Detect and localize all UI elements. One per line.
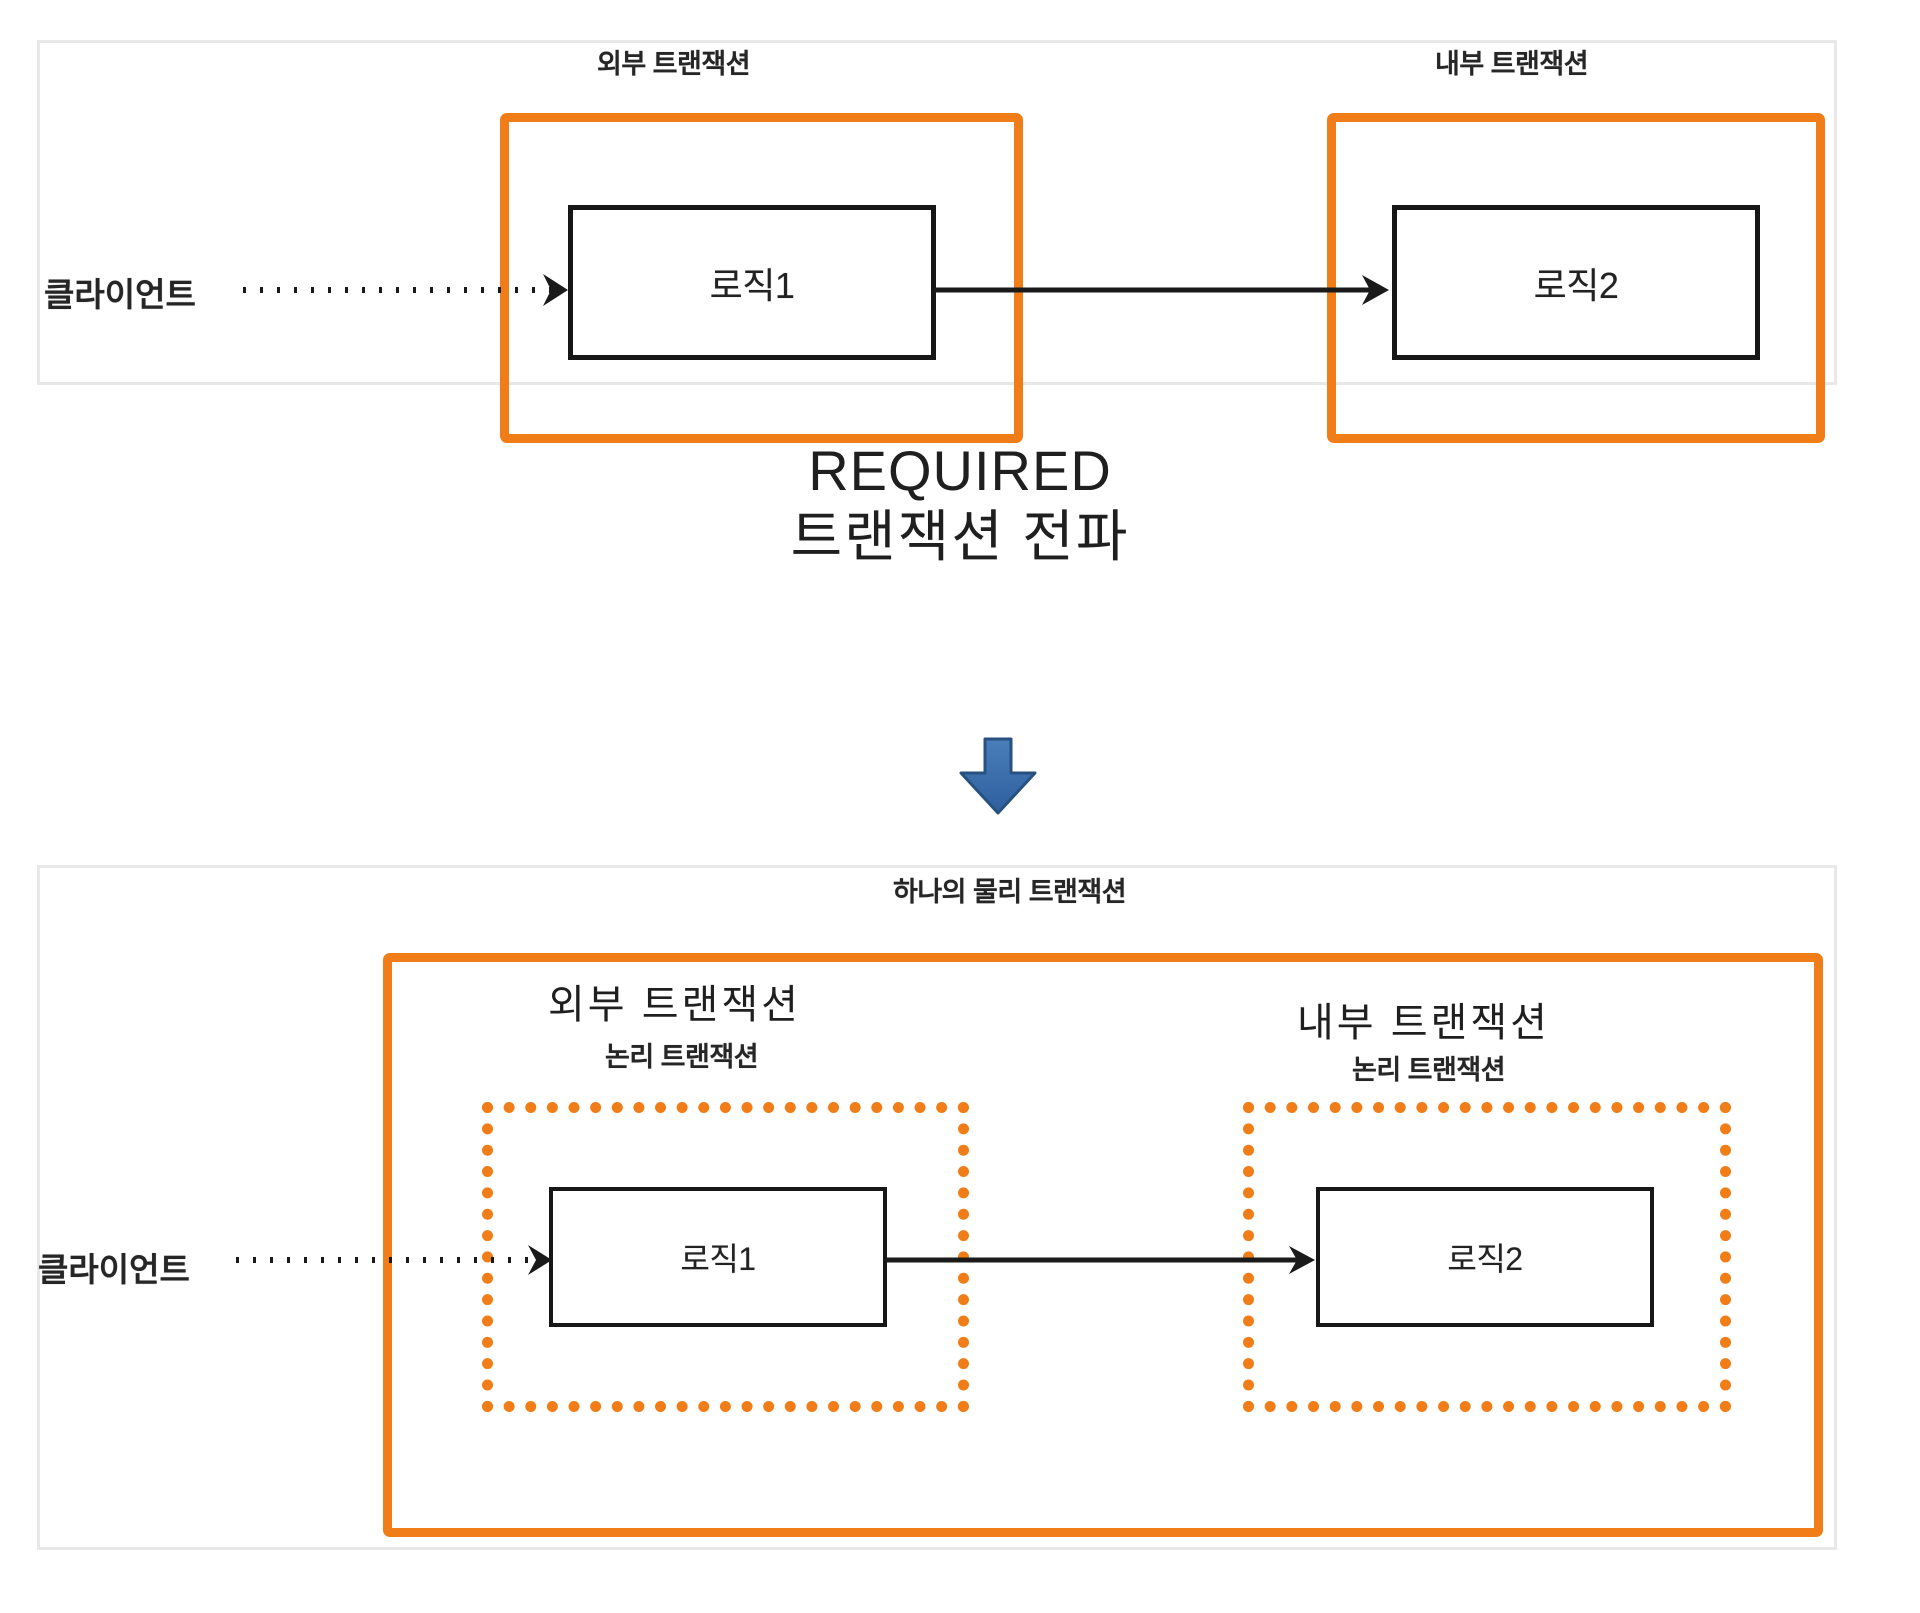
- top-logic1-box: 로직1: [568, 205, 936, 360]
- physical-transaction-box: [383, 953, 1823, 1537]
- top-logic2-box: 로직2: [1392, 205, 1760, 360]
- top-logic1-to-logic2-connector: [934, 265, 1404, 315]
- bottom-inner-logical-caption: 논리 트랜잭션: [1352, 1055, 1506, 1085]
- top-inner-transaction-box: [1327, 113, 1825, 443]
- bottom-client-to-logic1-connector: [236, 1235, 566, 1285]
- top-outer-transaction-caption: 외부 트랜잭션: [597, 49, 751, 79]
- bottom-logic1-box: 로직1: [549, 1187, 887, 1327]
- bottom-outer-logical-caption: 논리 트랜잭션: [605, 1042, 759, 1072]
- bottom-inner-transaction-caption: 내부 트랜잭션: [1297, 1001, 1550, 1045]
- top-outer-transaction-box: [500, 113, 1023, 443]
- physical-transaction-caption: 하나의 물리 트랜잭션: [893, 877, 1127, 907]
- inner-logical-transaction-box: [1243, 1102, 1731, 1412]
- bottom-logic2-box: 로직2: [1316, 1187, 1654, 1327]
- top-client-to-logic1-connector: [243, 265, 583, 315]
- bottom-logic1-to-logic2-connector: [885, 1235, 1330, 1285]
- bottom-outer-transaction-caption: 외부 트랜잭션: [548, 983, 801, 1027]
- propagation-description-label: 트랜잭션 전파: [790, 504, 1130, 568]
- outer-logical-transaction-box: [482, 1102, 969, 1412]
- propagation-mode-label: REQUIRED: [808, 439, 1112, 502]
- bottom-client-label: 클라이언트: [38, 1251, 190, 1288]
- top-client-label: 클라이언트: [44, 276, 196, 313]
- top-inner-transaction-caption: 내부 트랜잭션: [1435, 49, 1589, 79]
- down-arrow-icon: [955, 735, 1041, 817]
- center-annotation: REQUIRED 트랜잭션 전파: [0, 439, 1920, 570]
